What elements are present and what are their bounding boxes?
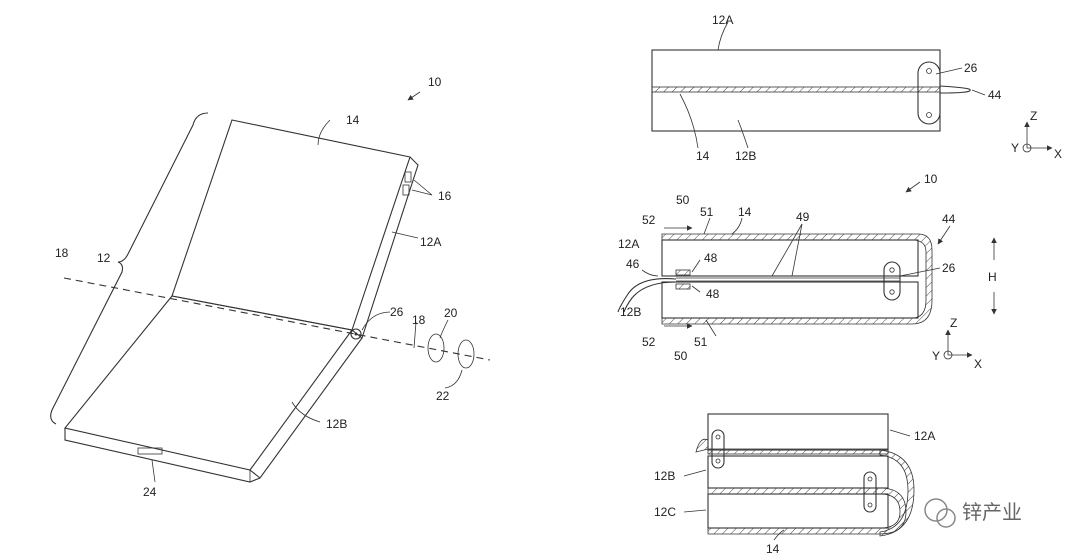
hinge-left <box>711 429 725 469</box>
ref-12a: 12A <box>914 429 935 443</box>
ref-51-bottom: 51 <box>694 335 708 349</box>
bend-44 <box>939 85 971 94</box>
ref-10: 10 <box>428 75 442 89</box>
ref-12b: 12B <box>326 417 347 431</box>
ref-52-top: 52 <box>642 213 656 227</box>
figure-cross-section-cable: 10 50 52 51 14 49 44 12A 46 48 48 26 H 1… <box>617 172 997 371</box>
ref-14: 14 <box>766 542 780 556</box>
y-axis-into-page-icon <box>1022 143 1032 153</box>
ref-48-bottom: 48 <box>706 287 720 301</box>
rotation-22 <box>457 339 475 369</box>
ref-44: 44 <box>942 212 956 226</box>
wechat-icon <box>924 498 948 522</box>
panel-12c <box>707 493 889 529</box>
ref-14: 14 <box>346 113 360 127</box>
ref-18-left: 18 <box>55 246 69 260</box>
ref-52-bottom: 52 <box>642 335 656 349</box>
cable-46 <box>617 278 677 313</box>
ref-12a: 12A <box>712 13 733 27</box>
ref-h: H <box>988 270 997 284</box>
axis-y: Y <box>932 349 940 363</box>
figure-tri-fold: 12A 12B 12C 14 <box>654 413 935 556</box>
ref-12b: 12B <box>620 305 641 319</box>
connector-48-top <box>675 269 691 276</box>
lower-panel-edge <box>249 337 363 479</box>
upper-panel-edge <box>351 156 419 339</box>
panel-12a <box>707 413 889 451</box>
axis-z: Z <box>950 316 957 330</box>
ref-22: 22 <box>436 389 450 403</box>
hinge-26 <box>350 328 362 340</box>
display-layer-14 <box>651 86 941 93</box>
panel-12b <box>707 455 889 489</box>
ref-51-top: 51 <box>700 205 714 219</box>
ref-24: 24 <box>143 485 157 499</box>
axis-x: X <box>974 357 982 371</box>
port-24-shape <box>137 447 163 455</box>
ref-46: 46 <box>626 257 640 271</box>
lower-panel-shape <box>64 295 353 471</box>
button-16a <box>404 171 412 183</box>
ref-12a: 12A <box>618 237 639 251</box>
display-layer-14 <box>707 487 907 535</box>
figure-device-perspective: 10 14 16 12A 12 18 26 18 20 22 12B 24 <box>50 75 491 499</box>
ref-49: 49 <box>796 210 810 224</box>
bracket-12 <box>50 112 209 425</box>
rotation-20 <box>427 333 445 363</box>
watermark-text: 锌产业 <box>962 501 1022 524</box>
ref-48-top: 48 <box>704 251 718 265</box>
axis-z: Z <box>1030 109 1037 123</box>
fold-axis-18 <box>63 277 491 361</box>
figure-folded-flat: 12A 26 44 14 12B Z Y X <box>651 13 1062 163</box>
ref-16: 16 <box>438 189 452 203</box>
connector-48-bottom <box>675 283 691 290</box>
display-layer-14 <box>661 233 933 325</box>
ref-12: 12 <box>97 251 111 265</box>
ref-12b: 12B <box>654 469 675 483</box>
ref-26: 26 <box>964 61 978 75</box>
axis-x: X <box>1054 147 1062 161</box>
hinge-26-shape <box>883 261 901 301</box>
y-axis-into-page-icon <box>943 350 953 360</box>
watermark: 锌产业 <box>924 498 1022 528</box>
ref-26: 26 <box>942 261 956 275</box>
hinge-26-shape <box>917 61 941 125</box>
ref-12b: 12B <box>735 149 756 163</box>
ref-50-bottom: 50 <box>674 349 688 363</box>
ref-14: 14 <box>738 205 752 219</box>
ref-20: 20 <box>444 306 458 320</box>
ref-26: 26 <box>390 305 404 319</box>
lower-housing-12b <box>661 281 919 319</box>
ref-10: 10 <box>924 172 938 186</box>
hinge-right <box>863 471 877 513</box>
ref-12c: 12C <box>654 505 676 519</box>
ref-50-top: 50 <box>676 193 690 207</box>
bottom-thickness <box>64 428 261 483</box>
ref-14: 14 <box>696 149 710 163</box>
axis-y: Y <box>1011 141 1019 155</box>
ref-44: 44 <box>988 88 1002 102</box>
ref-12a: 12A <box>420 235 441 249</box>
ref-18-right: 18 <box>412 313 426 327</box>
button-16b <box>402 184 410 196</box>
